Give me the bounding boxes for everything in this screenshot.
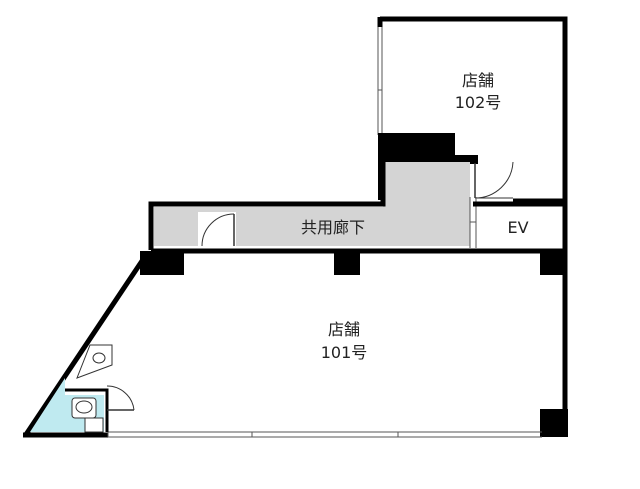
corridor-door (198, 212, 236, 248)
store-102-door (474, 161, 514, 199)
store-101-number: 101号 (321, 343, 368, 362)
column-bottom-right (540, 409, 568, 437)
corridor-walls (148, 160, 386, 250)
corridor-label: 共用廊下 (301, 218, 365, 237)
elevator-label: EV (507, 218, 528, 237)
store-101-bottom-window (107, 431, 542, 438)
toilet-walls (65, 388, 109, 432)
store-102-window (377, 27, 383, 135)
sink-icon (76, 344, 113, 379)
toilet-door (106, 385, 135, 411)
store-102-number: 102号 (455, 93, 502, 112)
column-top-middle (334, 251, 360, 275)
store-102-walls (380, 16, 568, 204)
column-top-left (140, 251, 184, 275)
elevator-box (473, 201, 568, 252)
store-102-column (378, 133, 478, 200)
store-102-name: 店舗 (462, 71, 494, 90)
store-101-name: 店舗 (328, 320, 360, 339)
toilet-icon (71, 397, 104, 433)
store-101-diagonal-wall (22, 253, 149, 438)
column-top-right (540, 251, 566, 275)
